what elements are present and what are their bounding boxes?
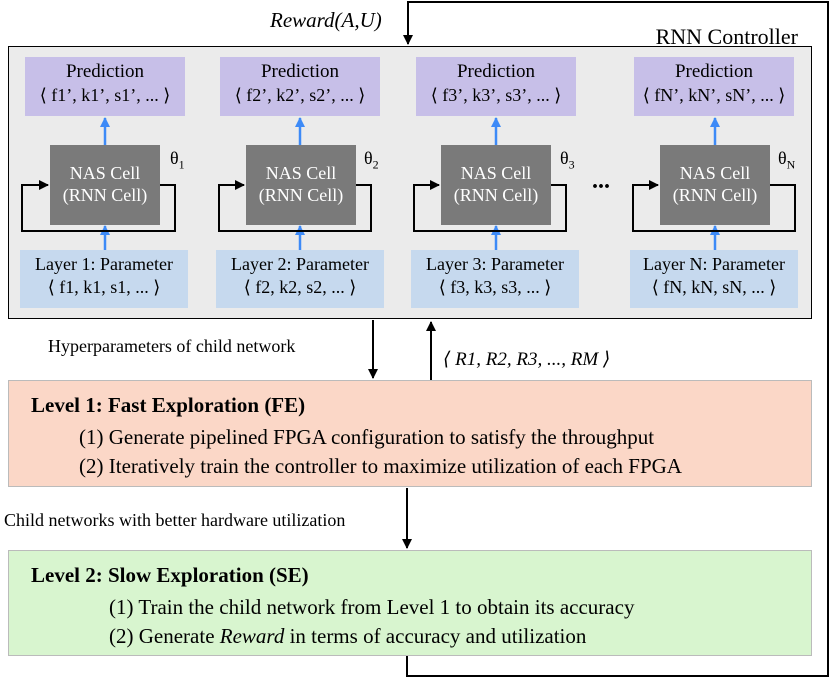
nas-cell-3: NAS Cell (RNN Cell) (441, 145, 551, 225)
prediction-box-n: Prediction ⟨ fN’, kN’, sN’, ... ⟩ (634, 57, 794, 116)
rnn-cell-label: (RNN Cell) (453, 185, 539, 205)
recurrent-loop-arrow-n (632, 180, 796, 232)
prediction-box-2: Prediction ⟨ f2’, k2’, s2’, ... ⟩ (220, 57, 380, 116)
level1-step1: (1) Generate pipelined FPGA configuratio… (79, 425, 655, 449)
recurrent-loop-arrow-1 (21, 180, 176, 232)
layer-box-2: Layer 2: Parameter ⟨ f2, k2, s2, ... ⟩ (216, 250, 384, 308)
level1-title: Level 1: Fast Exploration (FE) (31, 393, 306, 417)
reward-feedback-arrow (403, 1, 829, 677)
level1-step2: (2) Iteratively train the controller to … (79, 454, 682, 478)
prediction-title: Prediction (674, 61, 754, 82)
level1-box: Level 1: Fast Exploration (FE) (1) Gener… (8, 380, 812, 487)
prediction-box-1: Prediction ⟨ f1’, k1’, s1’, ... ⟩ (25, 57, 185, 116)
theta-3: θ3 (560, 148, 575, 172)
layer-title: Layer 3: Parameter (426, 254, 564, 274)
prediction-values: ⟨ f2’, k2’, s2’, ... ⟩ (234, 85, 366, 105)
prediction-values: ⟨ f1’, k1’, s1’, ... ⟩ (39, 85, 171, 105)
nas-cell-1: NAS Cell (RNN Cell) (50, 145, 160, 225)
reward-label: Reward(A,U) (270, 8, 382, 32)
level2-step1: (1) Train the child network from Level 1… (109, 595, 635, 619)
nas-cell-label: NAS Cell (460, 163, 532, 183)
theta-n: θN (778, 148, 796, 172)
theta-1: θ1 (170, 148, 185, 172)
child-networks-label: Child networks with better hardware util… (4, 510, 346, 530)
layer-box-3: Layer 3: Parameter ⟨ f3, k3, s3, ... ⟩ (411, 250, 579, 308)
recurrent-loop-arrow-2 (218, 180, 372, 232)
layer-title: Layer N: Parameter (643, 254, 785, 274)
layer-values: ⟨ f1, k1, s1, ... ⟩ (47, 277, 161, 297)
rnn-controller-label: RNN Controller (655, 24, 798, 49)
theta-2: θ2 (364, 148, 379, 172)
prediction-values: ⟨ fN’, kN’, sN’, ... ⟩ (642, 85, 786, 105)
nas-cell-2: NAS Cell (RNN Cell) (246, 145, 356, 225)
nas-cell-n: NAS Cell (RNN Cell) (660, 145, 770, 225)
level2-title: Level 2: Slow Exploration (SE) (31, 563, 309, 587)
nas-cell-label: NAS Cell (69, 163, 141, 183)
nas-cell-label: NAS Cell (679, 163, 751, 183)
layer-title: Layer 2: Parameter (231, 254, 369, 274)
rnn-cell-label: (RNN Cell) (258, 185, 344, 205)
prediction-title: Prediction (65, 61, 145, 82)
rewards-list-label: ⟨ R1, R2, R3, ..., RM ⟩ (443, 349, 611, 370)
nas-cell-label: NAS Cell (265, 163, 337, 183)
layer-box-n: Layer N: Parameter ⟨ fN, kN, sN, ... ⟩ (630, 250, 798, 308)
layer-values: ⟨ fN, kN, sN, ... ⟩ (651, 277, 777, 297)
layer-values: ⟨ f2, k2, s2, ... ⟩ (243, 277, 357, 297)
prediction-title: Prediction (260, 61, 340, 82)
level2-box: Level 2: Slow Exploration (SE) (1) Train… (8, 550, 812, 656)
layer-values: ⟨ f3, k3, s3, ... ⟩ (438, 277, 552, 297)
layer-title: Layer 1: Parameter (35, 254, 173, 274)
level2-step2: (2) Generate Reward in terms of accuracy… (109, 624, 587, 648)
prediction-box-3: Prediction ⟨ f3’, k3’, s3’, ... ⟩ (416, 57, 576, 116)
recurrent-loop-arrow-3 (413, 180, 567, 232)
hyperparameters-label: Hyperparameters of child network (48, 336, 296, 356)
columns-ellipsis: ... (592, 168, 610, 194)
rnn-cell-label: (RNN Cell) (62, 185, 148, 205)
prediction-values: ⟨ f3’, k3’, s3’, ... ⟩ (430, 85, 562, 105)
prediction-title: Prediction (456, 61, 536, 82)
layer-box-1: Layer 1: Parameter ⟨ f1, k1, s1, ... ⟩ (20, 250, 188, 308)
rnn-cell-label: (RNN Cell) (672, 185, 758, 205)
